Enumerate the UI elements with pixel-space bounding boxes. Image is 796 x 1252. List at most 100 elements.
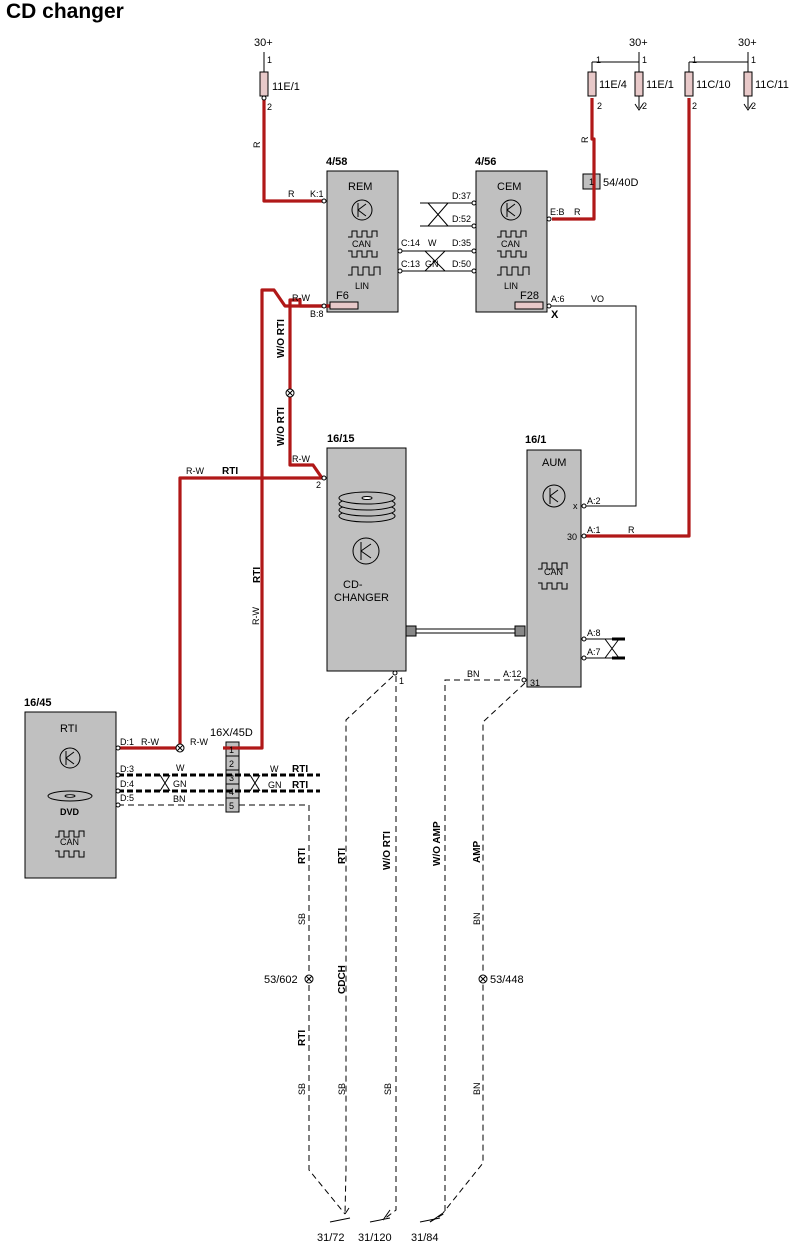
variant-label-rti: RTI xyxy=(292,764,308,775)
pin-label: 2 xyxy=(642,101,647,111)
wire-label-rw: R-W xyxy=(186,466,204,476)
rti-dvd-label: DVD xyxy=(60,807,80,817)
ground-31-72-symbol xyxy=(329,1207,351,1223)
ground-31-84-symbol xyxy=(419,1212,444,1223)
connector-pin: 4 xyxy=(229,787,234,797)
wire-label-r-vertical: R xyxy=(252,141,262,148)
cem-name: CEM xyxy=(497,181,521,193)
label-30-left: 30+ xyxy=(254,37,273,49)
wire-rw-rem-rti xyxy=(223,288,330,750)
wire-label-w: W xyxy=(270,764,279,774)
variant-label-rti-vertical: RTI xyxy=(337,848,348,864)
connector-pin: 3 xyxy=(229,773,234,783)
pin-a1: A:1 xyxy=(587,525,601,535)
pin-d50: D:50 xyxy=(452,259,471,269)
wire-r-11e4-cem xyxy=(552,98,596,221)
cdch-name-1: CD- xyxy=(343,579,363,591)
label-f28: F28 xyxy=(520,290,539,302)
bus-label: CAN xyxy=(352,239,371,249)
pin-d5: D:5 xyxy=(120,793,134,803)
pin-x-small: x xyxy=(573,501,578,511)
fuse-11e1-left xyxy=(259,52,269,101)
wire-label-r: R xyxy=(288,189,295,199)
rti-name: RTI xyxy=(60,723,78,735)
fuse-11c10 xyxy=(684,62,694,97)
wire-vo-cem-aum xyxy=(551,305,637,507)
wire-label-gn: GN xyxy=(268,780,282,790)
wire-label-sb-vertical: SB xyxy=(383,1083,393,1095)
pin-a7: A:7 xyxy=(587,647,601,657)
wire-label-r-vertical: R xyxy=(580,136,590,143)
aum-name: AUM xyxy=(542,457,566,469)
wire-label-r: R xyxy=(574,207,581,217)
twist-w-gn-right xyxy=(249,774,261,792)
variant-label-cdch-vertical: CDCH xyxy=(337,965,348,994)
pin-label: 2 xyxy=(267,102,272,112)
pin-30: 30 xyxy=(567,532,577,542)
pin-c14: C:14 xyxy=(401,238,420,248)
wire-rw-cdch-rti xyxy=(118,476,322,750)
transistor-icon xyxy=(59,199,566,769)
twist-d37-d52 xyxy=(427,202,449,227)
pin-2: 2 xyxy=(316,480,321,490)
wire-label-rw: R-W xyxy=(141,737,159,747)
label-f6: F6 xyxy=(336,290,349,302)
wire-label-r: R xyxy=(628,525,635,535)
bus-label: CAN xyxy=(501,239,520,249)
bus-label: CAN xyxy=(544,567,563,577)
fuse-54-40d xyxy=(582,173,601,190)
rem-name: REM xyxy=(348,181,372,193)
rti-id: 16/45 xyxy=(24,697,52,709)
pin-label: 1 xyxy=(692,55,697,65)
fuse-11c11 xyxy=(689,52,753,111)
variant-label-amp-vertical: AMP xyxy=(472,840,483,863)
aum-fibre-connector xyxy=(514,625,526,637)
page-title: CD changer xyxy=(6,0,124,23)
fuse-11e1-right xyxy=(592,52,644,111)
pin-d3: D:3 xyxy=(120,764,134,774)
pin-label: 1 xyxy=(642,55,647,65)
connector-pin: 1 xyxy=(229,745,234,755)
variant-label-rti-vertical: RTI xyxy=(252,567,263,583)
wire-label-sb-vertical: SB xyxy=(337,1083,347,1095)
pin-31: 31 xyxy=(530,678,540,688)
cem-module xyxy=(475,170,548,313)
wire-sb-wo-rti-ground xyxy=(382,676,397,1221)
aum-id: 16/1 xyxy=(525,434,546,446)
wire-label-sb-vertical: SB xyxy=(297,1083,307,1095)
wire-rw-rem-cdch-wo-rti xyxy=(288,298,330,479)
pin-a6: A:6 xyxy=(551,294,565,304)
rem-id: 4/58 xyxy=(326,156,347,168)
bus-label: LIN xyxy=(504,281,518,291)
pin-label: 2 xyxy=(751,101,756,111)
pin-c13: C:13 xyxy=(401,259,420,269)
splice-rw-vertical xyxy=(285,388,295,398)
cdch-id: 16/15 xyxy=(327,433,355,445)
variant-label-wo-rti-vertical: W/O RTI xyxy=(276,319,287,358)
wire-label-rw: R-W xyxy=(190,737,208,747)
rem-module xyxy=(326,170,399,313)
label-11e4: 11E/4 xyxy=(599,79,627,91)
bus-label: CAN xyxy=(60,837,79,847)
wire-label-sb-vertical: SB xyxy=(297,913,307,925)
pin-label: 2 xyxy=(597,101,602,111)
ground-label-31-84: 31/84 xyxy=(411,1232,439,1244)
pin-d4: D:4 xyxy=(120,779,134,789)
cdch-name-2: CHANGER xyxy=(334,592,389,604)
variant-label-rti: RTI xyxy=(222,466,238,477)
bus-label: LIN xyxy=(355,281,369,291)
pin-a12: A:12 xyxy=(503,669,522,679)
pin-k1: K:1 xyxy=(310,189,324,199)
variant-label-rti: RTI xyxy=(292,780,308,791)
variant-label-wo-amp-vertical: W/O AMP xyxy=(432,821,443,866)
cd-stack-icon xyxy=(338,491,396,523)
wire-label-bn: BN xyxy=(173,794,186,804)
wire-label-gn: GN xyxy=(425,259,439,269)
wire-r-11e1-rem xyxy=(262,98,322,203)
pin-x: X xyxy=(551,309,559,321)
pin-a2: A:2 xyxy=(587,496,601,506)
pin-1: 1 xyxy=(399,676,404,686)
wire-label-rw: R-W xyxy=(292,293,310,303)
wire-label-vo: VO xyxy=(591,294,604,304)
